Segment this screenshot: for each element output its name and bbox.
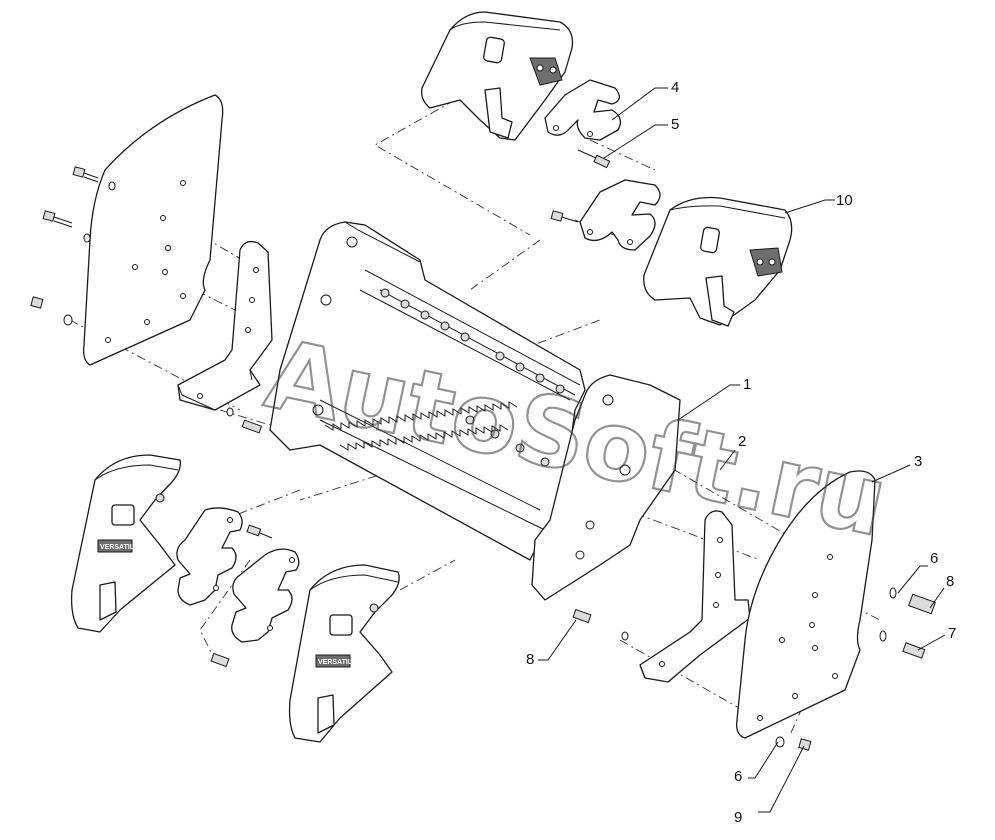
callout-7: 7 [948, 625, 956, 642]
bottom-left-latch-plate-b [210, 524, 300, 668]
right-plate-hardware [775, 587, 936, 751]
callout-9: 9 [734, 809, 742, 826]
callout-8-left: 8 [526, 651, 534, 668]
callout-8-right: 8 [946, 573, 954, 590]
frame-hitch-rollers [380, 288, 565, 467]
bottom-left-weight-brand: VERSATILE [100, 544, 139, 551]
callout-6-bottom: 6 [734, 768, 742, 785]
right-latch-plate [550, 179, 661, 251]
callout-3: 3 [914, 453, 922, 470]
callout-6-right: 6 [930, 550, 938, 567]
right-mounting-plate [736, 470, 876, 739]
bottom-left-counterweight: VERSATILE [70, 454, 181, 633]
top-latch-bolt [577, 149, 611, 169]
right-l-bracket [572, 510, 751, 683]
top-counterweight [421, 11, 574, 141]
bottom-center-counterweight: VERSATILE [288, 564, 400, 743]
bottom-center-weight-brand: VERSATILE [318, 659, 357, 666]
callout-4: 4 [671, 79, 679, 96]
left-l-bracket [177, 240, 273, 434]
callout-5: 5 [671, 116, 679, 133]
top-latch-plate [544, 79, 622, 141]
callout-1: 1 [743, 376, 751, 393]
left-plate-bolts [30, 166, 116, 326]
callout-2: 2 [738, 433, 746, 450]
callout-10: 10 [836, 192, 853, 209]
callout-labels: 4 5 10 1 2 3 6 8 7 8 6 9 [526, 79, 956, 826]
right-counterweight [643, 196, 793, 327]
callout-leaders [538, 87, 946, 813]
left-mounting-plate [82, 94, 224, 366]
bottom-left-latch-plate-a [176, 507, 243, 606]
main-frame [269, 221, 681, 601]
